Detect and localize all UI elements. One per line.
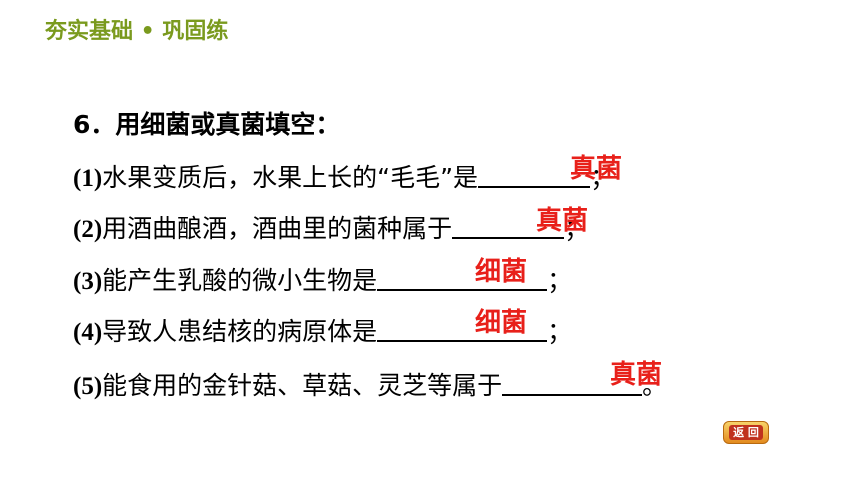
answer-blank	[452, 211, 565, 239]
answer-blank	[377, 263, 548, 291]
section-title: 夯实基础 • 巩固练	[45, 19, 229, 44]
item-text: 能产生乳酸的微小生物是	[102, 266, 378, 295]
answer-text-3: 细菌	[475, 257, 528, 287]
answer-blank	[478, 160, 591, 188]
question-line-1: (1)水果变质后，水果上长的“毛毛”是 ；	[73, 158, 615, 196]
answer-text-4: 细菌	[475, 308, 528, 338]
item-punctuation: ；	[547, 317, 573, 346]
back-button-label: 返 回	[729, 425, 763, 440]
question-prompt: 6．用细菌或真菌填空：	[73, 110, 341, 139]
item-punctuation: ；	[590, 163, 616, 192]
question-line-3: (3)能产生乳酸的微小生物是 ；	[73, 261, 572, 299]
item-punctuation: ；	[564, 214, 590, 243]
answer-blank	[377, 314, 548, 342]
answer-text-1: 真菌	[570, 154, 623, 184]
item-text: 导致人患结核的病原体是	[102, 317, 378, 346]
item-number: (5)	[73, 373, 103, 400]
question-line-4: (4)导致人患结核的病原体是 ；	[73, 312, 572, 350]
answer-text-2: 真菌	[536, 206, 589, 236]
item-text: 能食用的金针菇、草菇、灵芝等属于	[102, 371, 503, 400]
item-punctuation: 。	[642, 371, 668, 400]
item-number: (3)	[73, 268, 103, 295]
question-line-5: (5)能食用的金针菇、草菇、灵芝等属于 。	[73, 366, 667, 404]
answer-text-5: 真菌	[610, 360, 663, 390]
item-text: 水果变质后，水果上长的“毛毛”是	[102, 163, 479, 192]
item-text: 用酒曲酿酒，酒曲里的菌种属于	[102, 214, 453, 243]
item-punctuation: ；	[547, 266, 573, 295]
answer-blank	[502, 368, 643, 396]
question-line-2: (2)用酒曲酿酒，酒曲里的菌种属于 ；	[73, 209, 589, 247]
item-number: (1)	[73, 165, 103, 192]
item-number: (4)	[73, 319, 103, 346]
item-number: (2)	[73, 216, 103, 243]
back-button[interactable]: 返 回	[723, 421, 769, 444]
